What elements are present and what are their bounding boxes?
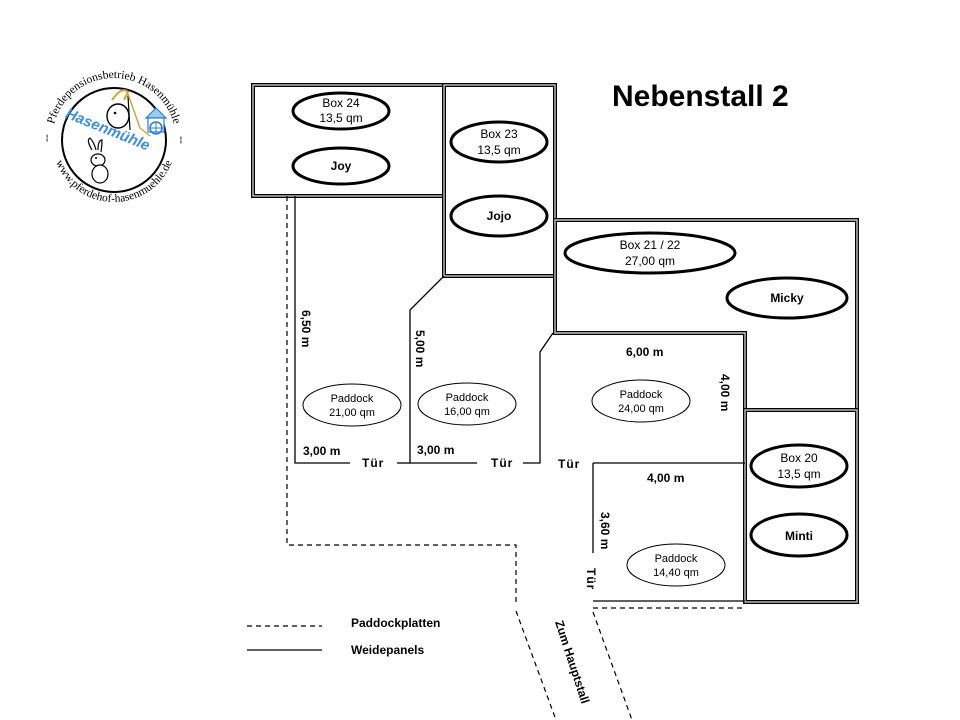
- paddock-2-width: 3,00 m: [417, 443, 454, 457]
- box-21-22-label: [563, 231, 737, 275]
- logo-separator-right: --: [175, 136, 187, 144]
- box-23-name: Box 23: [480, 127, 518, 141]
- box-24-label: [291, 91, 391, 131]
- paddockplatten: [286, 196, 745, 720]
- paddock-2-panel: [409, 275, 477, 464]
- paddock-1-width: 3,00 m: [303, 444, 340, 458]
- paddock-3-door: Tür: [558, 457, 580, 471]
- horse-joy-badge: [291, 146, 391, 186]
- paddock-4-length: 3,60 m: [598, 512, 612, 549]
- horse-jojo: Jojo: [487, 209, 512, 223]
- paddock-4-label: [626, 543, 726, 587]
- paddock-1-name: Paddock: [331, 393, 374, 405]
- box-23-label: [449, 120, 549, 164]
- paddock-3-area: 24,00 qm: [618, 403, 664, 415]
- path-to-main-stable-label: Zum Hauptstall: [552, 619, 592, 706]
- box-24-name: Box 24: [322, 96, 360, 110]
- paddock-3-name: Paddock: [620, 389, 663, 401]
- paddock-1-panel: [294, 196, 350, 464]
- paddock-3-length: 4,00 m: [718, 374, 732, 411]
- legend-paddockplatten: Paddockplatten: [351, 616, 440, 630]
- watermill-icon: [144, 107, 168, 135]
- page-title: Nebenstall 2: [612, 80, 789, 113]
- box-21-22-area: 27,00 qm: [625, 254, 675, 268]
- horse-head-icon: [106, 89, 151, 137]
- horse-minti: Minti: [785, 529, 813, 543]
- paddock-1-area: 21,00 qm: [329, 407, 375, 419]
- paddock-2-name: Paddock: [446, 392, 489, 404]
- box-20-label: [749, 443, 849, 489]
- box-20-area: 13,5 qm: [777, 467, 820, 481]
- horse-micky: Micky: [770, 291, 804, 305]
- box-21-22-name: Box 21 / 22: [620, 238, 681, 252]
- weidepanels: [294, 196, 745, 602]
- horse-jojo-badge: [449, 194, 549, 238]
- paddock-1-length: 6,50 m: [299, 310, 313, 347]
- paddock-4-name: Paddock: [655, 553, 698, 565]
- rabbit-icon: [87, 137, 109, 184]
- box-24-area: 13,5 qm: [319, 111, 362, 125]
- paddock-1-door: Tür: [362, 456, 384, 470]
- stable-walls: [251, 83, 859, 604]
- box-23-wall: [442, 83, 557, 278]
- paddock-2-length: 5,00 m: [413, 330, 427, 367]
- horse-minti-badge: [749, 512, 849, 558]
- logo-background: [42, 68, 186, 212]
- box-20-name: Box 20: [780, 451, 818, 465]
- paddock-4-width: 4,00 m: [647, 471, 684, 485]
- paddock-3-width: 6,00 m: [626, 345, 663, 359]
- logo: Pferdepensionsbetrieb Hasenmühle www.pfe…: [41, 68, 187, 212]
- paddock-1-label: [302, 383, 402, 427]
- legend: Paddockplatten Weidepanels: [247, 616, 440, 657]
- legend-weidepanels: Weidepanels: [351, 643, 424, 657]
- paddock-2-door: Tür: [491, 456, 513, 470]
- paddock-4-door: Tür: [584, 568, 598, 590]
- path-to-main-stable-left: [515, 610, 557, 720]
- box-20-wall: [743, 408, 859, 604]
- box-23-area: 13,5 qm: [477, 143, 520, 157]
- paddock-4-area: 14,40 qm: [653, 567, 699, 579]
- paddock-2-label: [417, 382, 517, 426]
- paddock-2-area: 16,00 qm: [444, 406, 490, 418]
- horse-joy: Joy: [331, 159, 352, 173]
- paddockplatten-path-left: [286, 196, 517, 606]
- paddock-3-label: [591, 379, 691, 423]
- horse-micky-badge: [725, 276, 849, 320]
- logo-separator-left: --: [41, 134, 53, 142]
- path-to-main-stable-right: [592, 611, 633, 720]
- logo-ring: [61, 87, 167, 193]
